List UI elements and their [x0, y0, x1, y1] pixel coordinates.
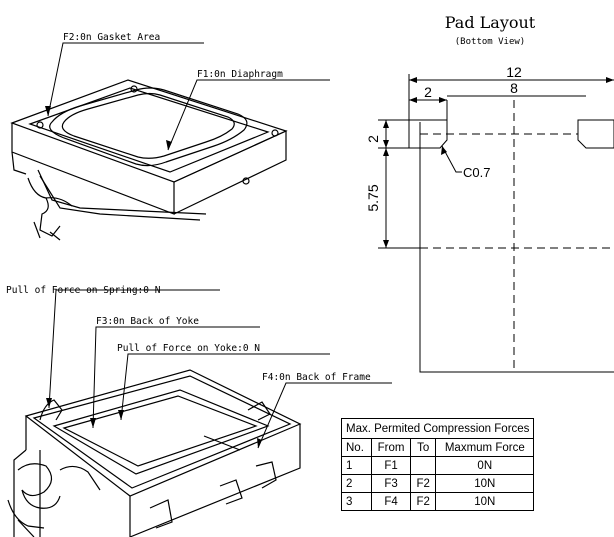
- cell-from: F4: [370, 492, 412, 511]
- label-diaphragm: F1:0n Diaphragm: [197, 69, 283, 80]
- cell-to: [410, 456, 437, 475]
- cell-force: 10N: [435, 492, 535, 511]
- cell-to: F2: [410, 492, 437, 511]
- label-yoke-back: F3:0n Back of Yoke: [96, 316, 199, 327]
- table-row: 3 F4 F2 10N: [341, 492, 535, 511]
- header-no: No.: [341, 438, 372, 457]
- pad-layout-title: Pad Layout: [445, 13, 536, 32]
- table-row: 1 F1 0N: [341, 456, 535, 475]
- dim-label-8: 8: [510, 80, 518, 96]
- pad-layout-subtitle: (Bottom View): [455, 37, 525, 47]
- cell-to: F2: [410, 474, 437, 493]
- table-caption: Max. Permited Compression Forces: [340, 418, 535, 439]
- table-row: 2 F3 F2 10N: [341, 474, 535, 493]
- speaker-top-view: [10, 79, 288, 241]
- table-header-row: No. From To Maxmum Force: [341, 438, 535, 457]
- dim-label-12: 12: [506, 64, 522, 80]
- header-to: To: [410, 438, 437, 457]
- dim-label-2: 2: [424, 84, 432, 100]
- cell-force: 10N: [435, 474, 535, 493]
- pad-dim-arrows: [383, 77, 614, 248]
- header-max-force: Maxmum Force: [435, 438, 535, 457]
- label-frame-back: F4:0n Back of Frame: [262, 372, 371, 383]
- cell-no: 1: [341, 456, 372, 475]
- cell-no: 2: [341, 474, 372, 493]
- label-gasket-area: F2:0n Gasket Area: [63, 32, 160, 43]
- cell-from: F1: [370, 456, 412, 475]
- dim-label-2-vertical: 2: [365, 135, 381, 143]
- header-from: From: [370, 438, 412, 457]
- pad-left: [408, 119, 448, 149]
- label-yoke-pull: Pull of Force on Yoke:0 N: [117, 343, 260, 354]
- pad-right: [577, 119, 614, 149]
- chamfer-label: C0.7: [463, 165, 490, 180]
- leader-lines: [47, 42, 392, 449]
- dim-label-5-75: 5.75: [365, 184, 381, 211]
- pad-layout-drawing: [378, 74, 614, 373]
- table-caption-row: Max. Permited Compression Forces: [340, 418, 535, 439]
- speaker-back-view: [7, 369, 302, 537]
- label-spring-pull: Pull of Force on Spring:0 N: [6, 285, 161, 296]
- cell-no: 3: [341, 492, 372, 511]
- compression-forces-table: Max. Permited Compression Forces No. Fro…: [340, 418, 535, 511]
- cell-from: F3: [370, 474, 412, 493]
- cell-force: 0N: [435, 456, 535, 475]
